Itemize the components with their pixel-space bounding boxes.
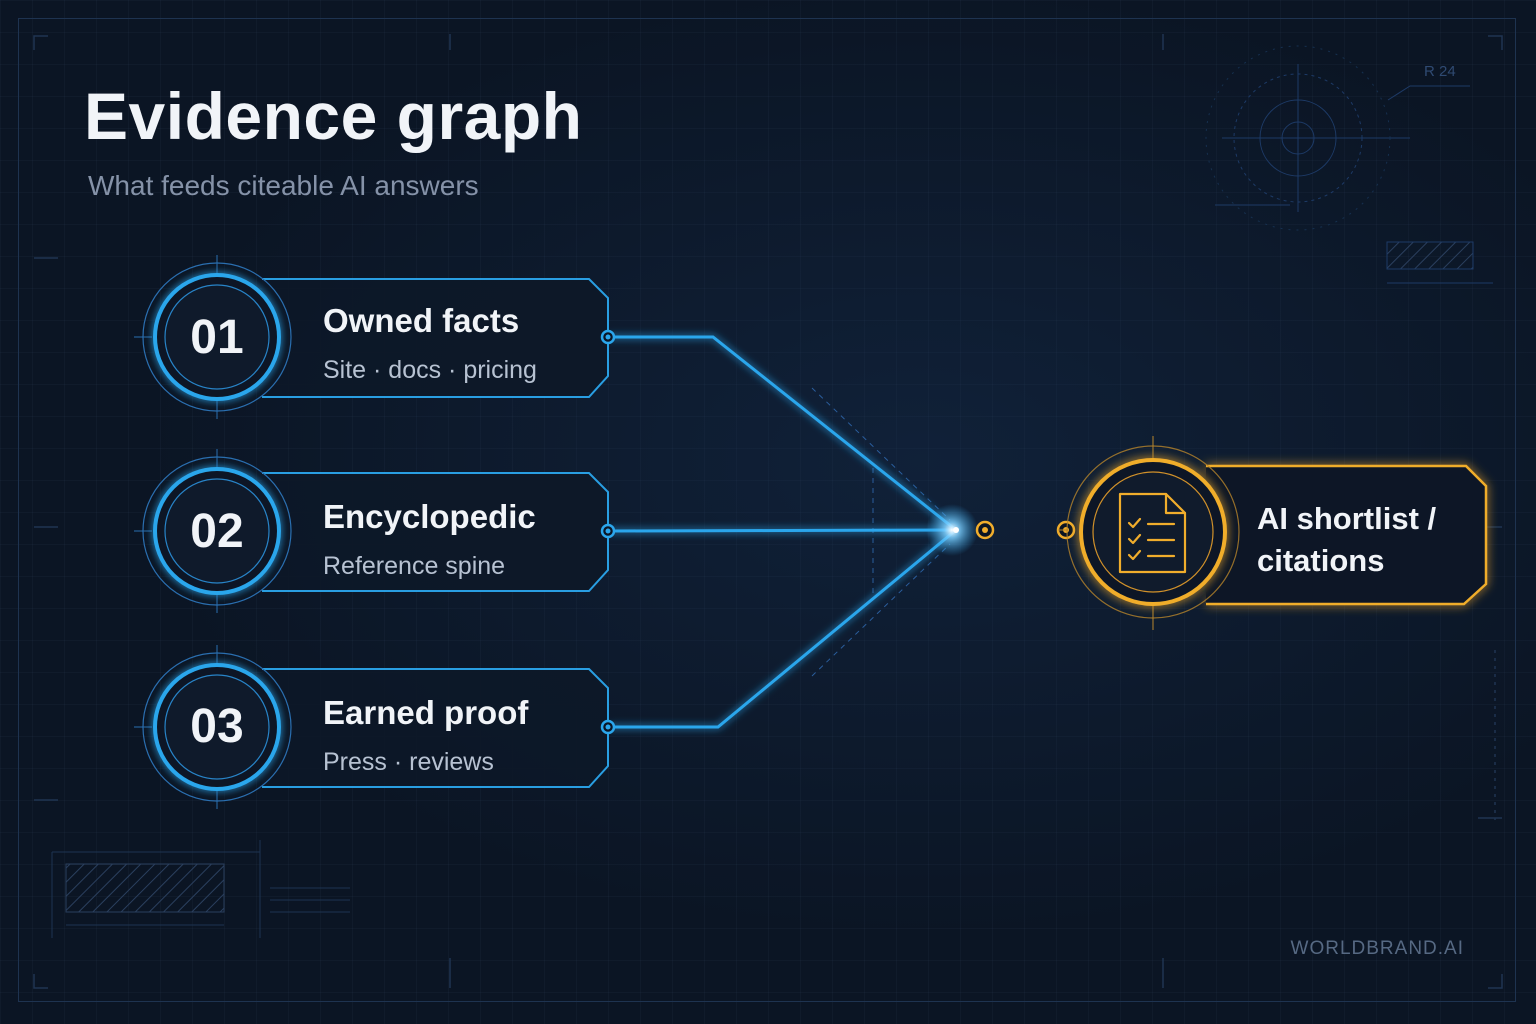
blueprint-frame — [18, 18, 1516, 1002]
source-node-03 — [134, 645, 616, 809]
outer-ring — [142, 652, 292, 802]
source-card-03: Earned proof Press · reviews — [323, 694, 528, 777]
connector-02 — [607, 528, 957, 533]
target-schematic — [1205, 45, 1493, 284]
outer-ring — [142, 456, 292, 606]
output-node — [1058, 436, 1488, 630]
hub-core — [953, 527, 959, 533]
inner-ring — [164, 674, 270, 780]
source-detail: Site · docs · pricing — [323, 356, 537, 384]
page-subtitle: What feeds citeable AI answers — [88, 170, 479, 201]
radius-label: R 24 — [1424, 63, 1456, 80]
source-card-02: Encyclopedic Reference spine — [323, 498, 536, 581]
connector-03 — [608, 528, 957, 729]
connector-port-dot — [605, 528, 611, 534]
corner-marks — [33, 34, 1503, 989]
connector-01 — [608, 335, 957, 532]
source-detail: Press · reviews — [323, 748, 494, 776]
output-label: AI shortlist / citations — [1257, 501, 1437, 578]
inner-ring — [164, 478, 270, 584]
checklist-document-icon — [1118, 492, 1187, 574]
source-number-02: 02 — [190, 504, 244, 558]
connector-port-dot — [605, 724, 611, 730]
source-title: Encyclopedic — [323, 498, 536, 535]
connector-port-dot — [605, 334, 611, 340]
outer-ring — [142, 262, 292, 412]
source-detail: Reference spine — [323, 552, 506, 580]
source-card-01: Owned facts Site · docs · pricing — [323, 302, 537, 385]
source-title: Owned facts — [323, 302, 520, 339]
page-title: Evidence graph — [84, 79, 583, 153]
brand-watermark: WORLDBRAND.AI — [1290, 938, 1464, 959]
source-number-03: 03 — [190, 699, 244, 753]
hatched-block-schematic — [51, 840, 350, 938]
source-connectors — [607, 335, 957, 729]
source-number-01: 01 — [190, 310, 244, 364]
inner-ring — [164, 284, 270, 390]
source-nodes — [134, 255, 616, 809]
source-node-01 — [134, 255, 616, 419]
convergence-hub — [926, 504, 978, 556]
source-node-02 — [134, 449, 616, 613]
source-title: Earned proof — [323, 694, 529, 731]
